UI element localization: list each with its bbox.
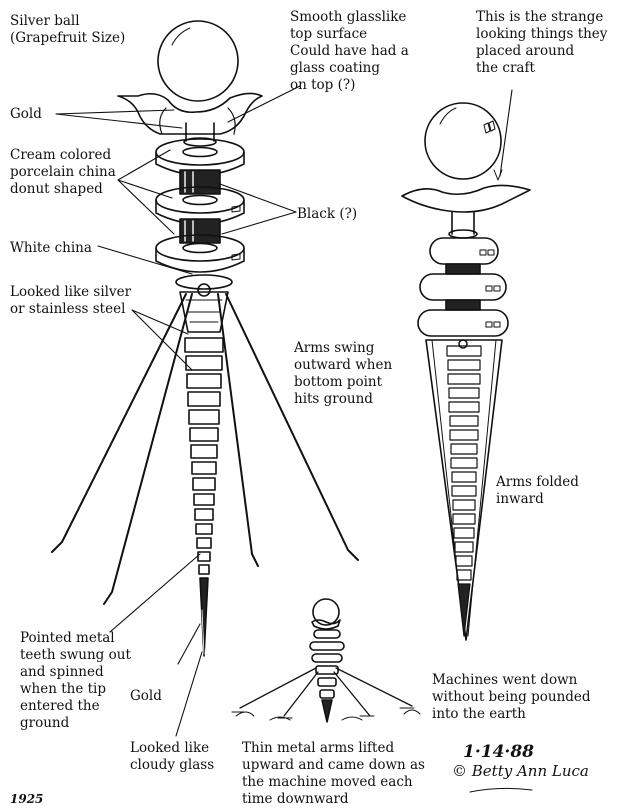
right-donut-3: [418, 310, 508, 336]
label-gold-bottom: Gold: [130, 688, 162, 705]
label-silver-ball: Silver ball (Grapefruit Size): [10, 13, 125, 47]
black-collar-1: [180, 170, 220, 194]
signature: © Betty Ann Luca: [452, 762, 589, 780]
label-arms-folded: Arms folded inward: [496, 474, 579, 508]
label-white-china: White china: [10, 240, 92, 257]
white-china-ring: [176, 275, 232, 289]
right-silver-ball: [425, 103, 501, 179]
label-pointed-teeth: Pointed metal teeth swung out and spinne…: [20, 630, 131, 732]
black-collar-2: [180, 219, 220, 243]
label-silver-steel: Looked like silver or stainless steel: [10, 284, 131, 318]
label-smooth-surface: Smooth glasslike top surface Could have …: [290, 9, 409, 94]
left-machine: [52, 21, 358, 656]
label-machines-down: Machines went down without being pounded…: [432, 672, 591, 723]
silver-ball: [158, 21, 238, 101]
label-thin-arms: Thin metal arms lifted upward and came d…: [242, 740, 425, 808]
date-annotation: 1·14·88: [463, 742, 534, 762]
label-strange-things: This is the strange looking things they …: [476, 9, 607, 77]
right-body: [447, 346, 481, 636]
page-number: 1925: [10, 792, 43, 806]
label-cream-donut: Cream colored porcelain china donut shap…: [10, 147, 116, 198]
right-machine: [402, 103, 530, 640]
label-black: Black (?): [297, 206, 357, 223]
right-donut-1: [430, 238, 498, 264]
label-cloudy-glass: Looked like cloudy glass: [130, 740, 214, 774]
right-donut-2: [420, 274, 506, 300]
small-machine: [232, 599, 420, 722]
label-gold-top: Gold: [10, 106, 42, 123]
label-arms-swing: Arms swing outward when bottom point hit…: [294, 340, 392, 408]
tapered-body: [180, 292, 228, 656]
signature-underline: [470, 788, 532, 792]
right-wavy-cup: [402, 185, 530, 212]
